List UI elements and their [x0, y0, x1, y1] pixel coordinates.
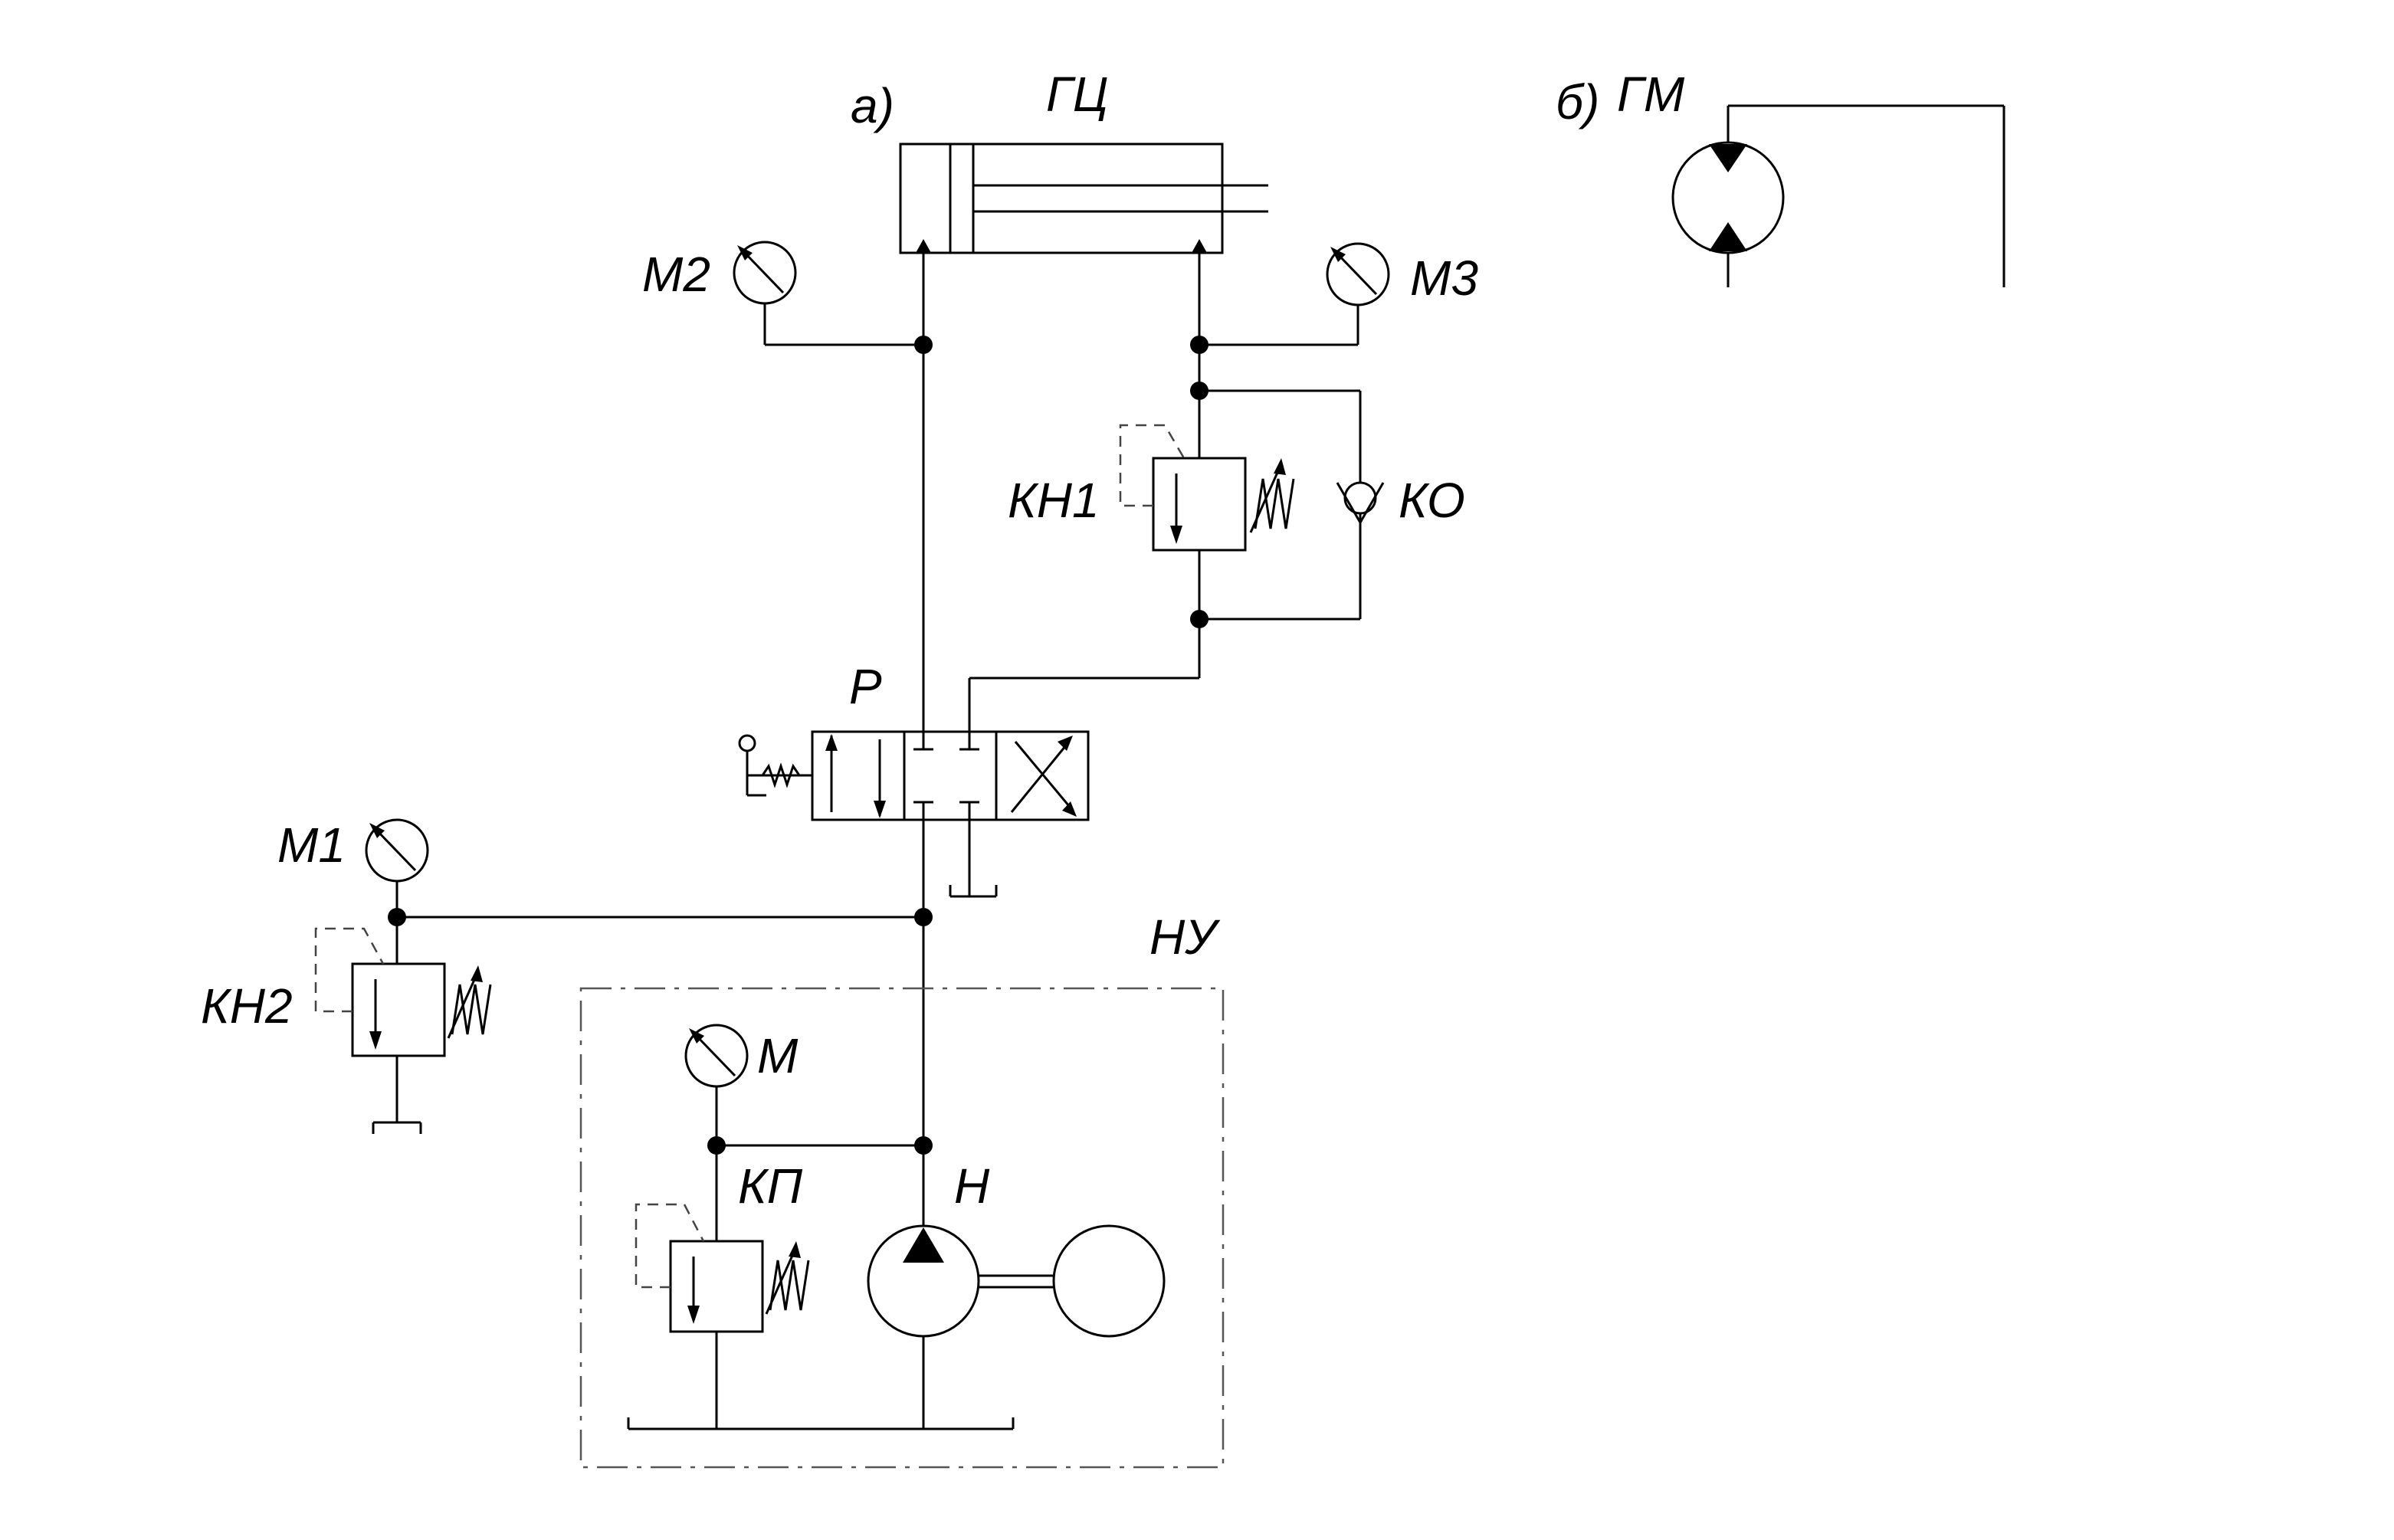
pump [867, 1224, 980, 1338]
check-valve-label: КО [1399, 473, 1465, 528]
gauge-m1-label: М1 [277, 818, 346, 873]
gauge-m [684, 1024, 749, 1088]
gauge-m2-label: М2 [642, 247, 710, 302]
hydraulic-cylinder [899, 143, 1268, 254]
valve-kp [635, 1203, 810, 1333]
valve-kn1 [1119, 424, 1295, 552]
part-a-label: а) [851, 78, 894, 133]
distributor-label: Р [849, 659, 882, 714]
part-b-label: б) [1556, 74, 1599, 129]
hydromotor [1671, 104, 2005, 287]
gauge-m2 [733, 241, 797, 305]
pipelines [372, 253, 1362, 1430]
gauge-m1 [365, 818, 429, 883]
pump-unit-boundary [579, 987, 1225, 1469]
valve-kp-label: КП [738, 1158, 803, 1214]
gauge-m3 [1326, 242, 1390, 306]
hydromotor-label: ГМ [1617, 67, 1685, 122]
electric-motor [1052, 1224, 1166, 1338]
junctions [388, 336, 1208, 1155]
gauge-m3-label: М3 [1410, 251, 1478, 306]
cylinder-label: ГЦ [1046, 67, 1108, 122]
valve-kn2-label: КН2 [201, 978, 293, 1034]
valve-kn1-label: КН1 [1008, 473, 1100, 528]
pump-unit-label: НУ [1149, 909, 1221, 965]
check-valve [1336, 481, 1385, 523]
valve-kn2 [314, 927, 492, 1057]
gauge-m-label: М [757, 1028, 799, 1083]
pump-label: Н [954, 1158, 990, 1214]
distributor [738, 730, 1090, 898]
